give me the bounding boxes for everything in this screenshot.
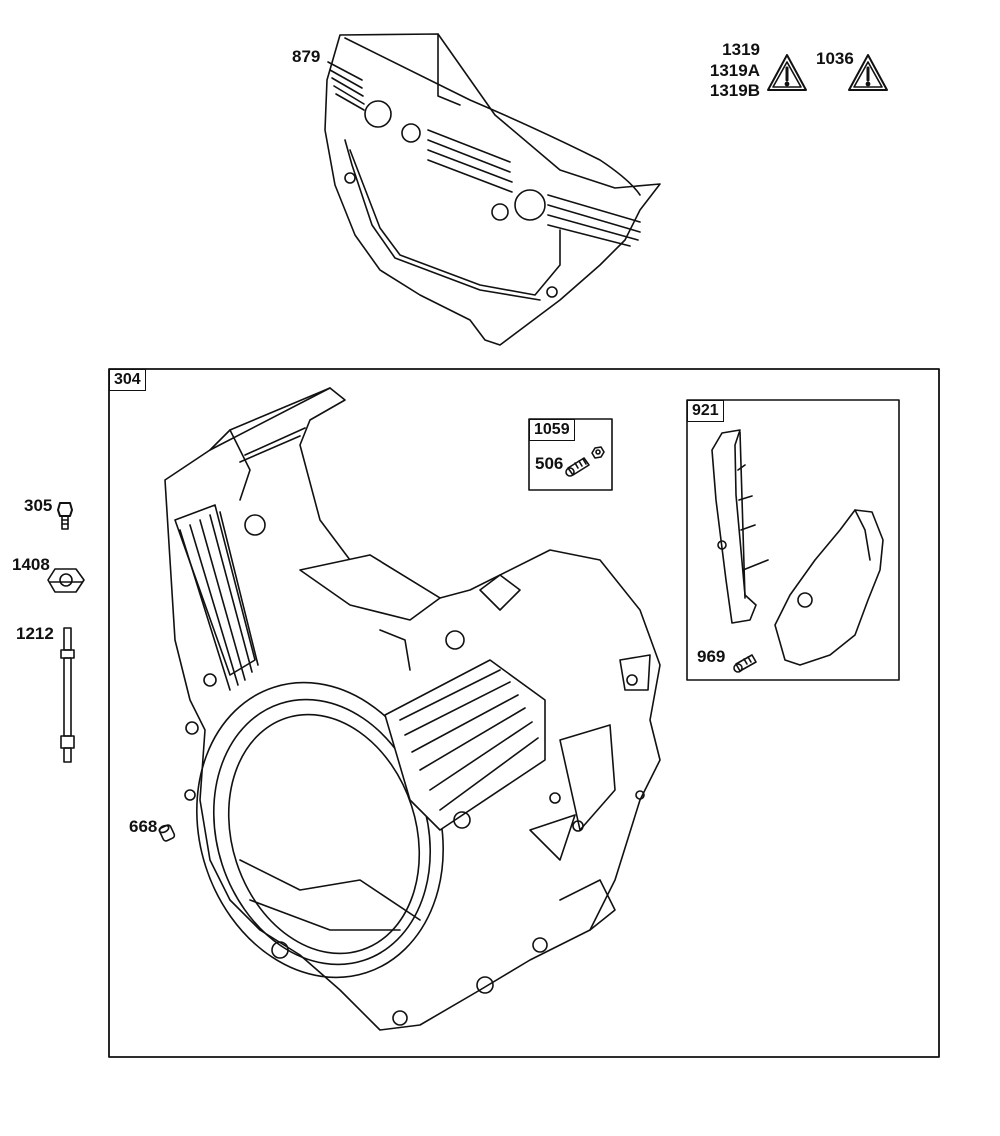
screw-506: [565, 446, 605, 477]
stud-1212: [60, 627, 75, 763]
callout-879: 879: [292, 47, 321, 66]
nut-1408: [47, 568, 85, 593]
callout-1036: 1036: [816, 49, 854, 68]
callout-921: 921: [687, 400, 724, 422]
callout-1212: 1212: [16, 624, 54, 643]
baffle-921: [711, 429, 884, 666]
dowel-668: [158, 824, 176, 842]
callout-1319: 1319: [722, 40, 760, 59]
bolt-305: [57, 502, 73, 530]
shroud-cover-879: [324, 33, 661, 346]
callout-1059: 1059: [529, 419, 575, 441]
callout-304: 304: [109, 369, 146, 391]
callout-969: 969: [697, 647, 726, 666]
callout-1319a: 1319A: [709, 60, 760, 80]
group-frame-304: [108, 368, 940, 1058]
callout-506: 506: [535, 454, 564, 473]
blower-housing-304: [164, 387, 661, 1031]
callout-1408: 1408: [12, 555, 50, 574]
warning-triangle-icon: [848, 54, 888, 91]
group-frame-921: [686, 399, 900, 681]
callout-668: 668: [129, 817, 158, 836]
callout-1319-group: 1319 1319A 1319B: [698, 40, 760, 102]
callout-1319b: 1319B: [709, 81, 760, 101]
callout-305: 305: [24, 496, 53, 515]
screw-969: [733, 654, 757, 673]
warning-triangle-icon: [767, 54, 807, 91]
